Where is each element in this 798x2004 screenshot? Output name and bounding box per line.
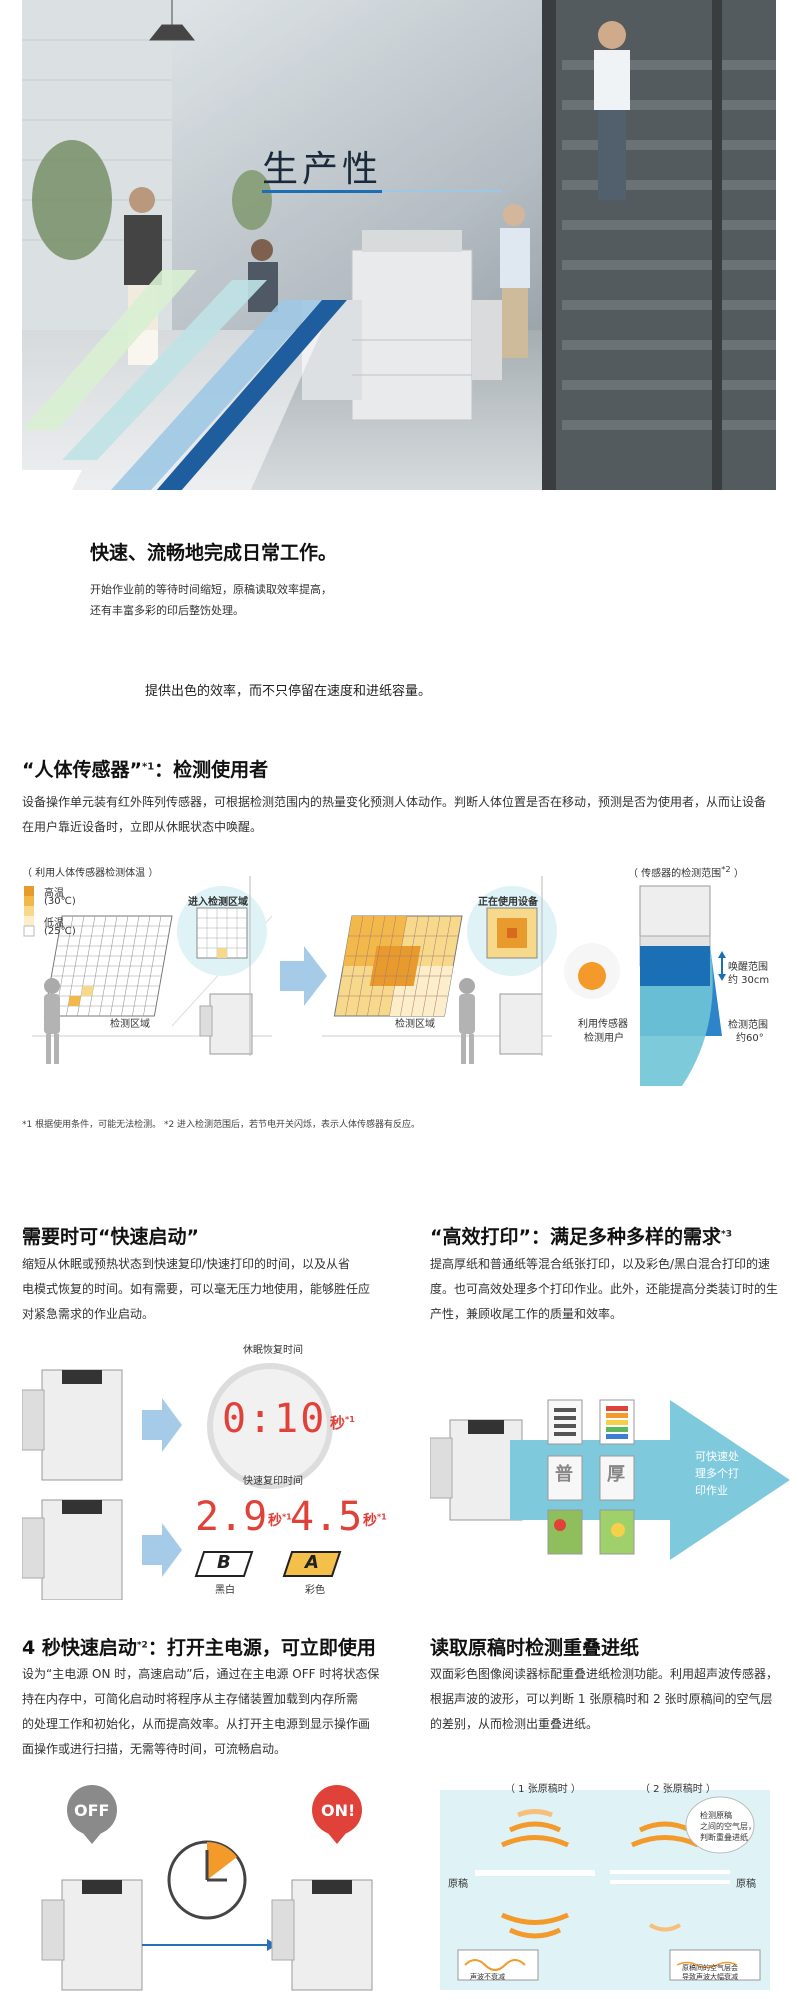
sleep-recovery-caption: 休眠恢复时间: [243, 1345, 303, 1356]
sensor-footnote: *1 根据使用条件，可能无法检测。 *2 进入检测范围后，若节电开关闪烁，表示人…: [22, 1120, 421, 1130]
color-letter: A: [305, 1552, 319, 1573]
legend-high: 高温: [44, 888, 64, 899]
title-underline-light: [382, 190, 502, 192]
sensor-title: “人体传感器”*1：检测使用者: [22, 759, 269, 781]
two-sheet-caption: （ 2 张原稿时 ）: [640, 1784, 716, 1795]
bw-label: 黑白: [215, 1585, 235, 1596]
sensor-fig-title: （ 利用人体传感器检测体温 ）: [22, 868, 159, 879]
user-label-2: 检测用户: [584, 1033, 624, 1044]
bw-copy-unit: 秒*1: [268, 1512, 292, 1529]
detect-range-label: 检测范围: [728, 1020, 768, 1031]
color-copy-time: 4.5: [290, 1494, 363, 1540]
bubble-using-label: 正在使用设备: [478, 897, 538, 908]
quick-copy-caption: 快速复印时间: [243, 1476, 303, 1487]
efficient-body: 提高厚纸和普通纸等混合纸张打印，以及彩色/黑白混合打印的速度。也可高效处理多个打…: [430, 1257, 779, 1321]
sensor-diagram: [22, 876, 782, 1096]
zone-left-label: 检测区域: [110, 1019, 150, 1030]
efficient-diagram: [429, 1380, 790, 1580]
bubble-enter-label: 进入检测区域: [188, 897, 248, 908]
efficient-title: “高效打印”：满足多种多样的需求*3: [430, 1226, 732, 1248]
double-feed-diagram: [440, 1790, 770, 1990]
quick-title: 需要时可“快速启动”: [22, 1226, 199, 1248]
no-attenuation-label: 声波不衰减: [470, 1973, 505, 1981]
hero-headline: 快速、流畅地完成日常工作。: [90, 542, 338, 564]
tag-plain: 普: [555, 1464, 573, 1485]
legend-low: 低温: [44, 918, 64, 929]
paper-right-label: 原稿: [736, 1879, 756, 1890]
off-badge: OFF: [74, 1801, 110, 1820]
hero-image: [22, 0, 776, 510]
four-sec-title: 4 秒快速启动*2：打开主电源，可立即使用: [22, 1637, 376, 1659]
four-sec-body: 设为“主电源 ON 时，高速启动”后，通过在主电源 OFF 时将状态保持在内存中…: [22, 1667, 380, 1756]
wake-range-label: 唤醒范围: [728, 962, 768, 973]
hero-title: 生产性: [262, 149, 383, 190]
paper-left-label: 原稿: [448, 1879, 468, 1890]
efficient-arrow-text: 可快速处理多个打印作业: [695, 1450, 739, 1497]
attenuation-label: 原稿间的空气层会导致声波大幅衰减: [682, 1964, 738, 1981]
double-feed-body: 双面彩色图像阅读器标配重叠进纸检测功能。利用超声波传感器，根据声波的波形，可以判…: [430, 1667, 779, 1731]
sleep-recovery-unit: 秒*1: [330, 1414, 355, 1432]
sensor-range-title: （ 传感器的检测范围*2 ）: [628, 864, 744, 880]
double-feed-title: 读取原稿时检测重叠进纸: [430, 1637, 640, 1659]
quick-diagram: [21, 1340, 382, 1601]
four-sec-diagram: [22, 1780, 392, 2000]
user-label-1: 利用传感器: [578, 1019, 628, 1030]
legend-low-temp: (25℃): [44, 926, 76, 937]
wake-range-value: 约 30cm: [728, 975, 770, 986]
bw-copy-time: 2.9: [195, 1494, 268, 1540]
color-label: 彩色: [305, 1585, 325, 1596]
sensor-body: 设备操作单元装有红外阵列传感器，可根据检测范围内的热量变化预测人体动作。判断人体…: [22, 795, 767, 834]
zone-right-label: 检测区域: [395, 1019, 435, 1030]
hero-sub-line1: 开始作业前的等待时间缩短，原稿读取效率提高，: [90, 583, 332, 596]
hero-sub-line2: 还有丰富多彩的印后整饬处理。: [90, 604, 244, 617]
intro-text: 提供出色的效率，而不只停留在速度和进纸容量。: [145, 684, 432, 699]
detect-range-value: 约60°: [736, 1033, 764, 1044]
one-sheet-caption: （ 1 张原稿时 ）: [505, 1784, 581, 1795]
bw-letter: B: [217, 1552, 231, 1573]
sleep-recovery-time: 0:10: [222, 1396, 327, 1442]
quick-body: 缩短从休眠或预热状态到快速复印/快速打印的时间，以及从省电模式恢复的时间。如有需…: [22, 1257, 371, 1321]
air-layer-note: 检测原稿之间的空气层，判断重叠进纸: [700, 1811, 756, 1842]
title-underline: [262, 190, 382, 193]
on-badge: ON!: [321, 1801, 356, 1820]
legend-high-temp: (30℃): [44, 896, 76, 907]
color-copy-unit: 秒*1: [363, 1512, 387, 1529]
tag-thick: 厚: [607, 1464, 625, 1485]
